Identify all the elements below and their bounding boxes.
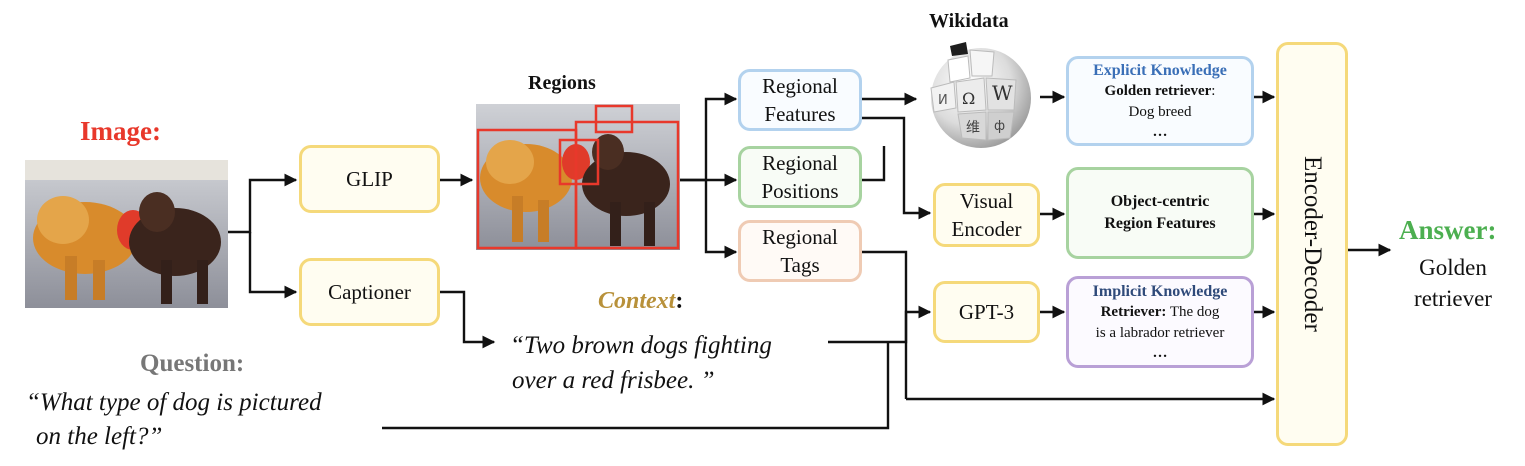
wikidata-label: Wikidata <box>929 10 1009 32</box>
svg-text:ф: ф <box>994 119 1005 134</box>
two-dogs-photo-icon <box>25 160 228 308</box>
svg-text:W: W <box>992 81 1013 105</box>
svg-text:И: И <box>938 93 948 108</box>
line-tags-to-merge <box>862 250 908 399</box>
object-centric-box: Object-centric Region Features <box>1066 167 1254 259</box>
answer-label: Answer: <box>1399 215 1497 245</box>
regional-features-line2: Features <box>764 102 836 126</box>
regional-features-line1: Regional <box>762 73 838 98</box>
object-centric-line2: Region Features <box>1104 215 1216 232</box>
encoder-decoder-box: Encoder-Decoder <box>1276 42 1348 446</box>
regional-features-box: Regional Features <box>738 69 862 131</box>
arrow-regions-to-features <box>680 92 738 182</box>
context-label-word: Context <box>598 288 676 314</box>
input-image <box>25 160 228 308</box>
glip-box: GLIP <box>299 145 440 213</box>
implicit-knowledge-title: Implicit Knowledge <box>1092 282 1228 300</box>
context-text-line2: over a red frisbee. ” <box>512 367 715 394</box>
context-label-colon: : <box>675 288 684 314</box>
arrow-regions-to-tags <box>704 180 738 259</box>
implicit-knowledge-key: Retriever: <box>1100 304 1167 321</box>
context-text-line1: “Two brown dogs fighting <box>510 332 772 359</box>
implicit-knowledge-value1: The dog <box>1166 304 1220 321</box>
explicit-knowledge-key: Golden retriever <box>1104 83 1212 100</box>
image-label: Image: <box>80 116 161 146</box>
explicit-knowledge-box: Explicit Knowledge Golden retriever: Dog… <box>1066 56 1254 146</box>
svg-text:Ω: Ω <box>962 89 975 108</box>
encoder-decoder-label: Encoder-Decoder <box>1298 156 1326 332</box>
regional-tags-line1: Regional <box>762 224 838 249</box>
explicit-knowledge-title: Explicit Knowledge <box>1093 61 1227 79</box>
wikipedia-globe-icon: W Ω 维 ф И <box>926 42 1036 152</box>
question-text: “What type of dog is pictured on the lef… <box>26 386 322 454</box>
gpt3-box: GPT-3 <box>933 281 1040 343</box>
question-text-line1: “What type of dog is pictured <box>26 389 322 416</box>
question-text-line2: on the left?” <box>36 422 163 450</box>
captioner-box: Captioner <box>299 258 440 326</box>
explicit-knowledge-colon: : <box>1211 83 1216 100</box>
regions-label: Regions <box>528 72 596 94</box>
regional-positions-box: Regional Positions <box>738 146 862 208</box>
regional-tags-line2: Tags <box>780 253 820 277</box>
regional-tags-box: Regional Tags <box>738 220 862 282</box>
visual-encoder-box: Visual Encoder <box>933 183 1040 247</box>
regional-positions-line1: Regional <box>762 150 838 175</box>
regional-positions-line2: Positions <box>761 179 839 203</box>
arrow-image-to-captioner <box>248 232 298 299</box>
explicit-knowledge-entry: Golden retriever: <box>1105 81 1216 101</box>
visual-encoder-line1: Visual <box>959 188 1014 213</box>
arrow-captioner-to-context <box>440 290 496 349</box>
answer-line1: Golden <box>1419 255 1487 280</box>
explicit-knowledge-value: Dog breed <box>1128 103 1192 120</box>
line-positions-merge <box>862 146 886 182</box>
implicit-knowledge-ellipsis: … <box>1152 344 1168 361</box>
object-centric-line1: Object-centric <box>1110 193 1210 211</box>
line-question-to-merge <box>382 342 890 430</box>
explicit-knowledge-ellipsis: … <box>1152 123 1168 140</box>
context-label: Context: <box>598 288 683 315</box>
arrow-context-to-gpt3 <box>828 305 932 344</box>
two-dogs-photo-with-region-boxes-icon <box>476 104 680 250</box>
context-text: “Two brown dogs fighting over a red fris… <box>510 328 772 398</box>
visual-encoder-line2: Encoder <box>951 217 1022 241</box>
regions-image <box>476 104 680 250</box>
region-box-frisbee <box>558 138 600 186</box>
implicit-knowledge-value2: is a labrador retriever <box>1095 324 1225 341</box>
svg-text:维: 维 <box>966 120 980 136</box>
region-box-small <box>594 104 634 134</box>
question-label: Question: <box>140 350 245 377</box>
implicit-knowledge-box: Implicit Knowledge Retriever: The dog is… <box>1066 276 1254 368</box>
arrow-image-to-glip <box>228 173 298 234</box>
answer-text: Golden retriever <box>1398 252 1508 314</box>
answer-line2: retriever <box>1414 286 1492 312</box>
implicit-knowledge-entry: Retriever: The dog <box>1101 302 1220 322</box>
arrow-features-to-visual-encoder <box>862 116 932 220</box>
